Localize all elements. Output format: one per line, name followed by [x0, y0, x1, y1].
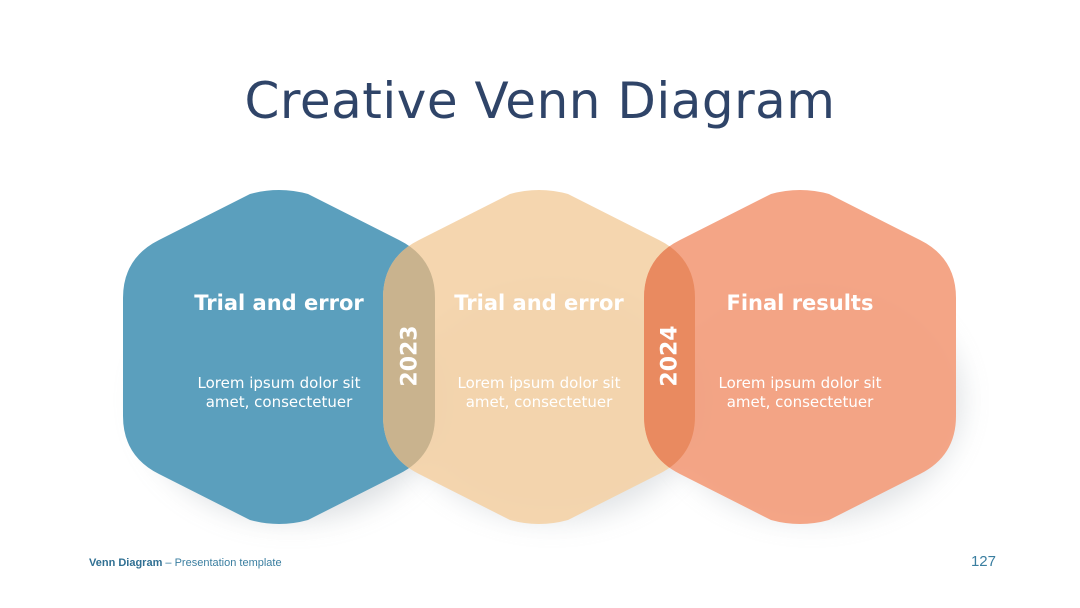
slide-title: Creative Venn Diagram	[244, 72, 836, 130]
page-number: 127	[970, 553, 996, 570]
hexagon-left	[123, 190, 435, 524]
hexagon-middle-body: Lorem ipsum dolor sit amet, consectetuer	[457, 374, 621, 411]
footer-subtitle: – Presentation template	[162, 557, 282, 569]
footer-caption: Venn Diagram – Presentation template	[89, 557, 282, 569]
hexagon-right	[644, 190, 956, 524]
hexagon-left-body: Lorem ipsum dolor sit amet, consectetuer	[197, 374, 361, 411]
hexagon-left-heading: Trial and error	[194, 291, 364, 315]
hexagon-right-body: Lorem ipsum dolor sit amet, consectetuer	[718, 374, 882, 411]
overlap-year-2024: 2024	[657, 325, 683, 387]
footer-brand: Venn Diagram	[89, 557, 163, 569]
hexagon-right-heading: Final results	[726, 291, 874, 315]
hexagon-middle-heading: Trial and error	[454, 291, 624, 315]
overlap-year-2023: 2023	[397, 325, 423, 387]
hexagon-middle	[383, 190, 695, 524]
